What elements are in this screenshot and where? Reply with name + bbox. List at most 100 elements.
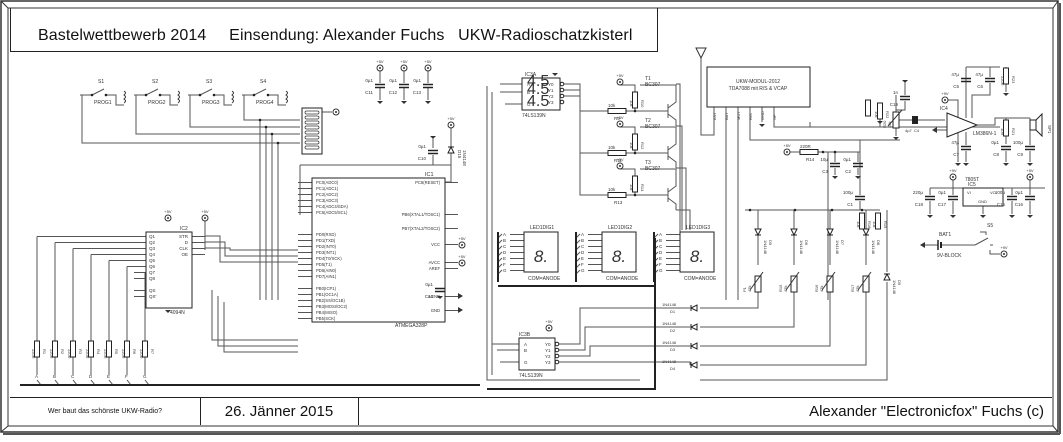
ground-icon (902, 80, 908, 83)
diode-icon (790, 228, 798, 237)
ic3a-ref: IC3A (525, 72, 537, 78)
supply-label: +5V (376, 59, 384, 64)
ic3a-pin-label: Y0 (548, 82, 554, 87)
mcu-pin-label: GND (431, 308, 440, 313)
wire (205, 241, 298, 257)
shift-register-ref: IC2 (180, 226, 188, 232)
array-element (304, 140, 320, 145)
pot-ref: R15 (778, 284, 783, 292)
wire (160, 94, 178, 106)
sr-pin-label: Q5 (149, 258, 156, 263)
mcu-pin-label: PC4(ADC4/SDA) (316, 204, 348, 209)
resistor (106, 340, 112, 358)
wire (676, 125, 683, 230)
resistor (877, 102, 883, 120)
connector-icon (231, 90, 234, 104)
mcu-pin-label: PD1(TXD) (316, 238, 336, 243)
display-seg-label: G (659, 268, 663, 273)
capacitor-ref: C12 (389, 90, 398, 95)
sr-pin-label: QS' (149, 294, 157, 299)
display-seg-label: A (503, 232, 506, 237)
diode-icon (447, 145, 455, 154)
capacitor-ref: C3 (822, 169, 828, 174)
capacitor-ref: C9 (1017, 152, 1023, 157)
resistor-value: 220R (103, 349, 108, 359)
wire (223, 302, 298, 353)
supply-icon (458, 241, 466, 249)
display-glyph: 8. (534, 247, 548, 266)
resistor-ref: R1 (42, 349, 47, 355)
capacitor-ref: C16 (1015, 202, 1024, 207)
segment-label: F (125, 374, 128, 379)
supply-icon (424, 64, 432, 72)
resistor (52, 340, 58, 358)
capacitor-value: 0µ1 (365, 78, 373, 83)
resistor (799, 149, 819, 155)
resistor-value: 10k (608, 145, 616, 150)
preset-pot (826, 275, 834, 293)
resistor-value: 10k (629, 142, 634, 148)
sr-pin-label: Q3 (149, 246, 156, 251)
resistor-ref: R21 (1011, 128, 1016, 136)
pot-wiper (887, 109, 903, 127)
ic3a-part: 74LS139N (522, 113, 546, 119)
capacitor-value: 100µ (843, 190, 854, 195)
supply-icon-center (461, 244, 463, 246)
mcu-pin-label: PC1(ADC1) (316, 186, 339, 191)
speaker-cone (1035, 112, 1043, 138)
wire (773, 122, 1000, 128)
mcu-pin-label: PB3(MOSI/OC2) (316, 304, 348, 309)
ic3a-pin-label: G (527, 102, 531, 107)
resistor-value: 10k (874, 111, 879, 117)
display-seg-label: B (503, 238, 506, 243)
array-element (304, 115, 320, 120)
amp-part: LM386N-1 (973, 131, 997, 137)
mcu-pin-label: PB1(OC1A) (316, 292, 339, 297)
inverter-bubble (559, 93, 565, 99)
ground-icon (877, 121, 883, 124)
display-seg-label: D (503, 250, 507, 255)
display-label: COM=ANODE (606, 276, 639, 282)
junction-dot (270, 132, 274, 136)
supply-icon-center (335, 111, 337, 113)
diode-ref: D1 (670, 309, 676, 314)
diode-ref: D5 (768, 240, 773, 246)
drawing-title: Bastelwettbewerb 2014 Einsendung: Alexan… (38, 27, 633, 45)
battery-ref: BAT1 (939, 232, 951, 238)
ground-arrow (458, 307, 463, 313)
seven-segment-display (601, 231, 637, 273)
preset-pot (754, 275, 762, 293)
module-subtitle: TDA7088 mit R/S & VCAP (729, 86, 788, 92)
switch-ref: S1 (98, 79, 104, 85)
display-seg-label: F (503, 262, 506, 267)
supply-label: +5V (616, 115, 624, 120)
pot-value: 47k (747, 286, 752, 292)
diode-ref: D6 (804, 240, 809, 246)
diode-part: 1N4148 (871, 240, 876, 255)
display-seg-label: E (503, 256, 506, 261)
resistor-value: 220R (85, 349, 90, 359)
supply-icon (1026, 173, 1034, 181)
diode-ref: D9 (897, 280, 902, 286)
diode-part: 1N4148 (662, 321, 677, 326)
resistor-ref: R9 (614, 116, 620, 121)
wire (640, 84, 677, 109)
ground-icon (759, 124, 765, 127)
voltage-regulator (962, 187, 1004, 207)
resistor (865, 99, 871, 117)
diode-icon (883, 272, 891, 281)
capacitor-ref: C7 (953, 152, 959, 157)
resistor-ref: R14 (806, 157, 815, 162)
mcu-pin-label: PC0(ADC0) (316, 180, 339, 185)
wire (700, 282, 888, 381)
resistor (1003, 119, 1009, 137)
label: 4.5 (527, 93, 549, 110)
resistor (607, 108, 627, 114)
wire (205, 247, 298, 251)
display-seg-label: D (581, 250, 585, 255)
junction-dot (748, 208, 752, 212)
module-pin-label: NF (772, 114, 777, 120)
pot-value: 10k (887, 122, 892, 128)
footer-date: 26. Jänner 2015 (200, 398, 359, 425)
